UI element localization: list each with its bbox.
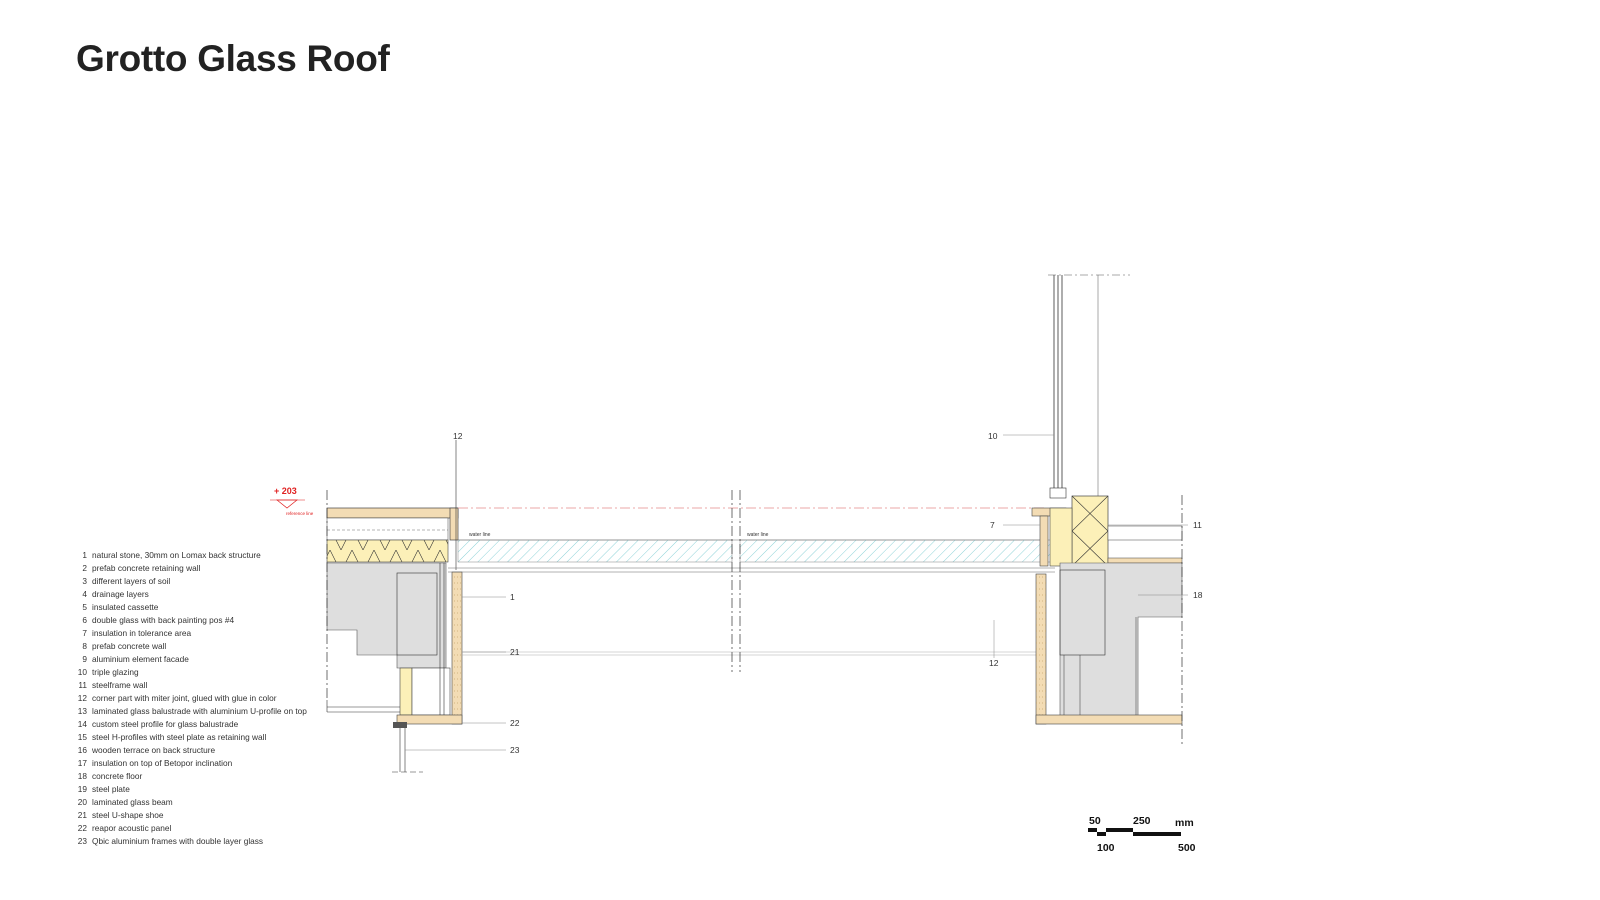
legend-item-text: aluminium element facade: [92, 654, 189, 664]
legend-item: 18 concrete floor: [76, 770, 376, 783]
legend-item: 13 laminated glass balustrade with alumin…: [76, 705, 376, 718]
elevation-marker: + 203 reference line: [270, 486, 314, 516]
legend-item-text: triple glazing: [92, 667, 139, 677]
legend-item: 15 steel H-profiles with steel plate as r…: [76, 731, 376, 744]
legend-list: 1 natural stone, 30mm on Lomax back struc…: [76, 549, 376, 848]
legend-item-number: 22: [77, 823, 87, 833]
legend-item-number: 10: [77, 667, 87, 677]
legend-item: 5 insulated cassette: [76, 601, 376, 614]
legend-item-number: 6: [82, 615, 87, 625]
legend-item-number: 11: [78, 680, 87, 690]
legend-item-text: double glass with back painting pos #4: [92, 615, 235, 625]
legend-item: 4 drainage layers: [76, 588, 376, 601]
legend-item-number: 8: [82, 641, 87, 651]
scale-bar: 50 250 mm 100 500: [1088, 815, 1196, 854]
scale-unit: mm: [1175, 817, 1194, 829]
legend-item-text: prefab concrete wall: [92, 641, 167, 651]
legend-item-text: steelframe wall: [92, 680, 148, 690]
legend-item: 17 insulation on top of Betopor inclinati…: [76, 757, 376, 770]
scale-label-50: 50: [1089, 815, 1101, 827]
legend-item-text: corner part with miter joint, glued with…: [92, 693, 277, 703]
legend-item-text: steel U-shape shoe: [92, 810, 164, 820]
legend-item-number: 12: [77, 693, 87, 703]
callout-22: 22: [510, 718, 520, 728]
legend-item-number: 13: [77, 706, 87, 716]
water-line-right-label: water line: [747, 532, 769, 538]
legend-item-number: 7: [82, 628, 87, 638]
legend-item: 23 Qbic aluminium frames with double laye…: [76, 835, 376, 848]
legend-item-number: 17: [77, 758, 87, 768]
legend-item-number: 1: [82, 550, 87, 560]
callout-7: 7: [990, 520, 995, 530]
legend-item: 6 double glass with back painting pos #4: [76, 614, 376, 627]
legend-item-text: custom steel profile for glass balustrad…: [92, 719, 239, 729]
legend-item-text: reapor acoustic panel: [92, 823, 172, 833]
legend-item-number: 4: [82, 589, 87, 599]
legend-item-number: 21: [77, 810, 87, 820]
elevation-value: + 203: [274, 486, 297, 496]
legend-item-number: 5: [82, 602, 87, 612]
elevation-caption: reference line: [286, 511, 314, 516]
water-line-left-label: water line: [469, 532, 491, 538]
legend-item: 3 different layers of soil: [76, 575, 376, 588]
legend-item-text: wooden terrace on back structure: [92, 745, 216, 755]
legend-item-number: 18: [77, 771, 87, 781]
legend-item-text: drainage layers: [92, 589, 149, 599]
callout-21: 21: [510, 647, 520, 657]
legend-item-text: Qbic aluminium frames with double layer …: [92, 836, 264, 846]
legend-item-text: insulation on top of Betopor inclination: [92, 758, 233, 768]
legend-item: 12 corner part with miter joint, glued wi…: [76, 692, 376, 705]
scale-label-250: 250: [1133, 815, 1151, 827]
legend-item-text: prefab concrete retaining wall: [92, 563, 201, 573]
legend-item-number: 9: [82, 654, 87, 664]
legend-item-number: 19: [77, 784, 87, 794]
legend-item-number: 20: [77, 797, 87, 807]
callout-11: 11: [1193, 520, 1202, 530]
callout-leaders: [405, 434, 1188, 751]
callout-12-mid: 12: [989, 658, 999, 668]
legend-item: 1 natural stone, 30mm on Lomax back struc…: [76, 549, 376, 562]
legend-item-number: 2: [82, 563, 87, 573]
callout-12-top: 12: [453, 431, 463, 441]
callout-10: 10: [988, 431, 998, 441]
legend-item: 16 wooden terrace on back structure: [76, 744, 376, 757]
legend-item-text: insulation in tolerance area: [92, 628, 192, 638]
legend-item: 9 aluminium element facade: [76, 653, 376, 666]
callout-1: 1: [510, 592, 515, 602]
legend-item-text: natural stone, 30mm on Lomax back struct…: [92, 550, 261, 560]
legend-item-number: 23: [77, 836, 87, 846]
legend-item-text: laminated glass beam: [92, 797, 173, 807]
legend-item-text: insulated cassette: [92, 602, 159, 612]
legend-item: 19 steel plate: [76, 783, 376, 796]
legend-item: 21 steel U-shape shoe: [76, 809, 376, 822]
legend-item-text: steel H-profiles with steel plate as ret…: [92, 732, 267, 742]
right-detail: [1031, 274, 1183, 745]
callout-18: 18: [1193, 590, 1203, 600]
legend-item-number: 14: [77, 719, 87, 729]
glass-roof: [448, 490, 1056, 672]
page-title: Grotto Glass Roof: [76, 38, 390, 79]
scale-label-500: 500: [1178, 842, 1196, 854]
left-detail: [326, 440, 463, 773]
legend-item: 11 steelframe wall: [76, 679, 376, 692]
legend-item: 20 laminated glass beam: [76, 796, 376, 809]
legend-item-text: concrete floor: [92, 771, 143, 781]
legend-item: 7 insulation in tolerance area: [76, 627, 376, 640]
legend-item: 22 reapor acoustic panel: [76, 822, 376, 835]
legend-item-text: steel plate: [92, 784, 130, 794]
legend-item-number: 16: [77, 745, 87, 755]
scale-label-100: 100: [1097, 842, 1115, 854]
legend-item: 2 prefab concrete retaining wall: [76, 562, 376, 575]
legend-item-text: laminated glass balustrade with aluminiu…: [92, 706, 307, 716]
legend-item: 14 custom steel profile for glass balustr…: [76, 718, 376, 731]
legend-item-number: 3: [82, 576, 87, 586]
callout-23: 23: [510, 745, 520, 755]
legend-item-number: 15: [77, 732, 87, 742]
legend-item: 10 triple glazing: [76, 666, 376, 679]
legend-item: 8 prefab concrete wall: [76, 640, 376, 653]
legend-item-text: different layers of soil: [92, 576, 171, 586]
